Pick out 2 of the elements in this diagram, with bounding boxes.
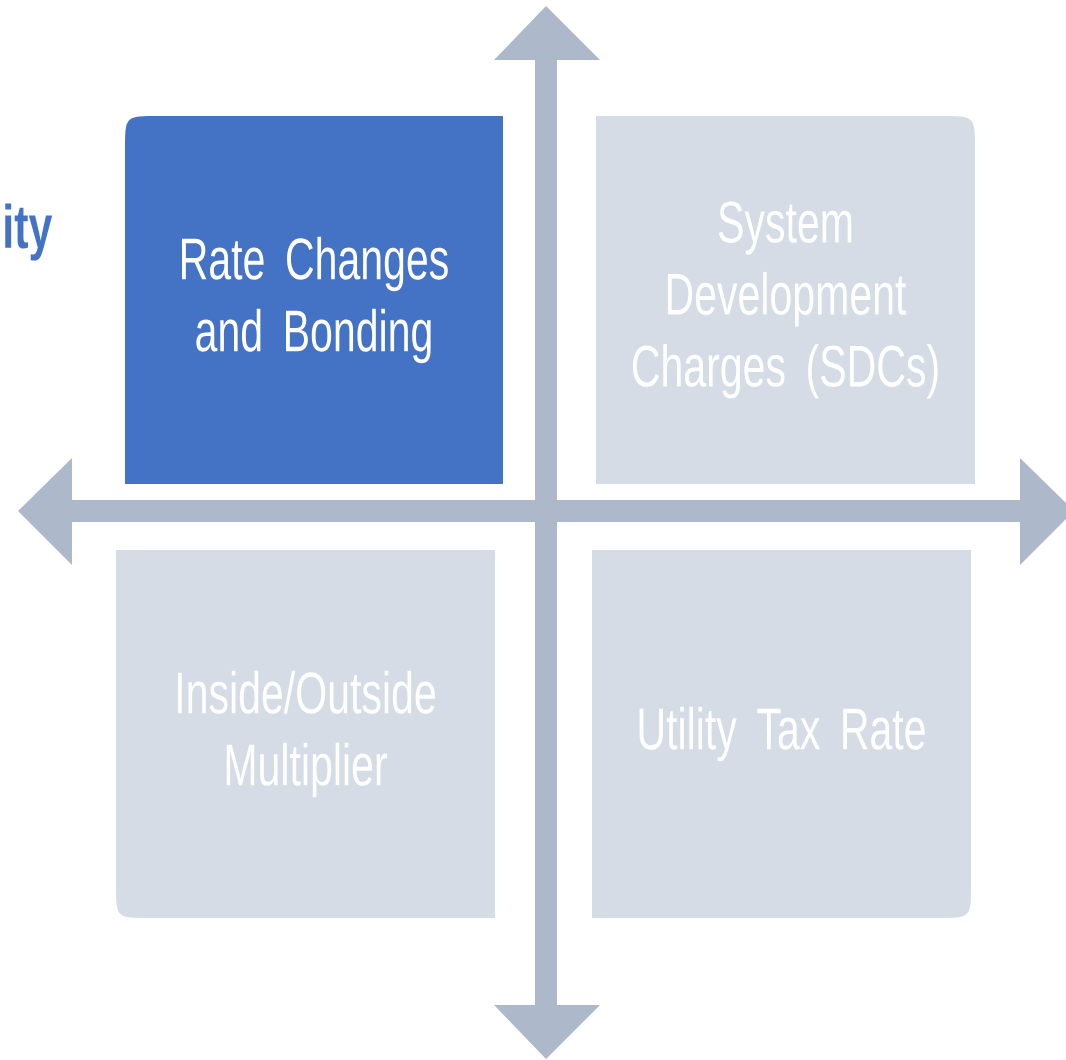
quadrant-box: Rate Changes and Bonding (125, 116, 503, 484)
heading-fragment: ity (5, 203, 53, 261)
